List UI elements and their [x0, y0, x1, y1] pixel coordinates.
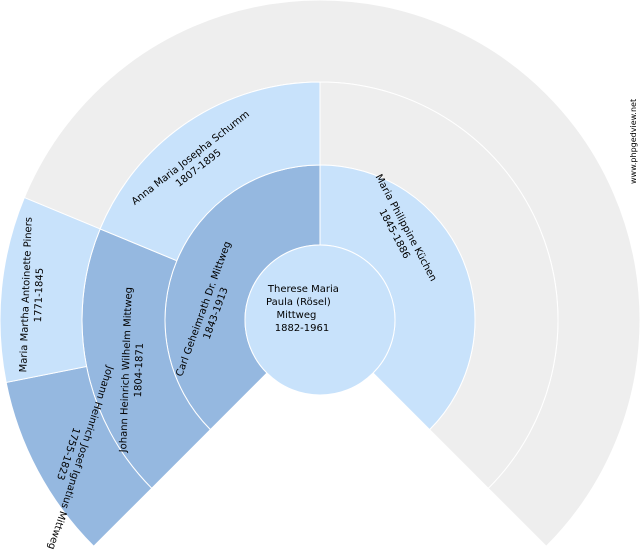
person-dates-great-grandmother: 1771-1845: [33, 268, 46, 323]
root-person[interactable]: Therese Maria Paula (Rösel) Mittweg 1882…: [244, 244, 396, 396]
root-person-label: Therese Maria Paula (Rösel) Mittweg 1882…: [266, 284, 342, 334]
root-name-line-2: Paula (Rösel): [266, 297, 331, 308]
sector-great-grandmother[interactable]: [0, 196, 101, 384]
site-watermark[interactable]: www.phpgedview.net: [629, 99, 638, 184]
sector-paternal-grandmother[interactable]: [99, 81, 321, 262]
person-dates-paternal-grandfather: 1804-1871: [133, 343, 146, 398]
root-dates: 1882-1961: [275, 323, 330, 334]
root-name-line-3: Mittweg: [276, 310, 316, 321]
person-label-great-grandmother: Maria Martha Antoinette Piners1771-1845: [18, 217, 47, 373]
root-name-line-1: Therese Maria: [267, 284, 339, 295]
person-name-great-grandmother: Maria Martha Antoinette Piners: [18, 217, 34, 373]
root-person-circle[interactable]: [244, 244, 396, 396]
